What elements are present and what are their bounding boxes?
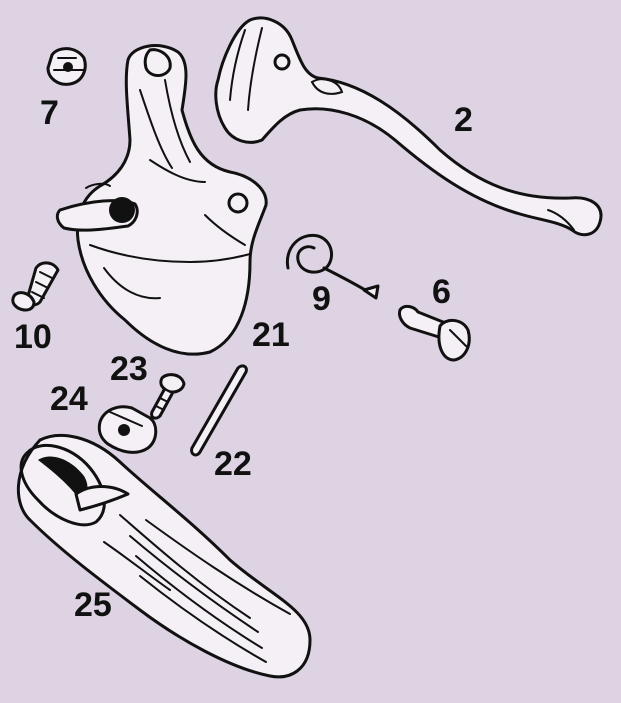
part-pin-22 (190, 364, 248, 457)
callout-6: 6 (432, 273, 451, 311)
part-adjuster-6 (398, 304, 471, 362)
part-nut-7 (46, 47, 87, 86)
part-screw-10 (11, 261, 60, 312)
callout-22: 22 (214, 445, 252, 483)
part-clamp-block-24 (97, 405, 158, 454)
callout-10: 10 (14, 318, 52, 356)
part-lever-2 (214, 16, 603, 237)
callout-23: 23 (110, 350, 148, 388)
part-grip-25 (17, 433, 312, 679)
callout-25: 25 (74, 586, 112, 624)
callout-24: 24 (50, 380, 88, 418)
callout-21: 21 (252, 316, 290, 354)
part-small-screw-23 (150, 373, 186, 420)
callout-9: 9 (312, 280, 331, 318)
part-housing-21 (55, 44, 268, 356)
callout-2: 2 (454, 101, 473, 139)
part-spring-9 (285, 233, 380, 300)
callout-7: 7 (40, 94, 59, 132)
